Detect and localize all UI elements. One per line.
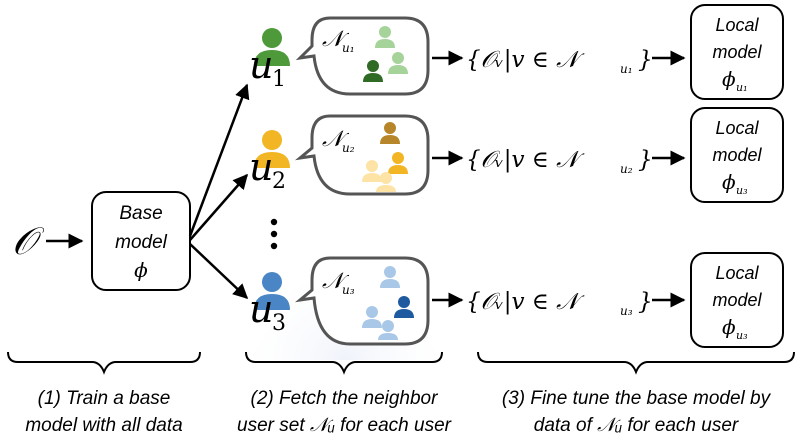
user-2-data-set-close: } — [638, 147, 653, 173]
user-row-1: 𝑢 1 𝒩 u₁ {𝒪ᵥ|𝑣 ∈ 𝒩 u₁ } Local model ϕ u₁ — [249, 4, 784, 100]
user-2-letter: 𝑢 — [249, 145, 273, 189]
caption-step-3-line1: (3) Fine tune the base model by — [502, 388, 772, 409]
caption-step-1-line1: (1) Train a base — [38, 388, 171, 409]
user-2-person-icon — [254, 130, 290, 168]
user-3-letter: 𝑢 — [249, 287, 273, 331]
user-3-person-icon — [254, 272, 290, 310]
user-2-data-set-sub: u₂ — [620, 162, 633, 176]
local-model-3-line1: Local — [715, 263, 759, 283]
local-model-2-box: Local model ϕ u₃ — [690, 107, 784, 203]
local-model-1-line1: Local — [715, 15, 759, 35]
user-row-2: 𝑢 2 𝒩 u₂ {𝒪ᵥ|𝑣 ∈ 𝒩 u₂ } Local model ϕ u₃ — [249, 107, 784, 203]
local-model-1-phi: ϕ — [722, 67, 736, 91]
user-3-subscript: 3 — [272, 311, 286, 336]
user-1-neighbor-sub: u₁ — [342, 41, 355, 55]
local-model-3-line2: model — [712, 290, 762, 310]
user-1-data-set-sub: u₁ — [620, 62, 633, 76]
ellipsis-dots — [270, 218, 278, 250]
base-model-box: Base model ϕ — [91, 191, 191, 291]
caption-step-2-line2: user set 𝒩ᵤ for each user — [237, 415, 452, 436]
base-model-line1: Base — [119, 203, 162, 224]
brace-step-1 — [7, 351, 201, 375]
user-1-person-icon — [254, 28, 290, 66]
user-1-letter: 𝑢 — [249, 43, 273, 87]
caption-step-1-line2: model with all data — [25, 415, 182, 436]
local-model-3-box: Local model ϕ u₃ — [690, 252, 784, 348]
user-1-data-set-close: } — [638, 47, 653, 73]
user-2-neighbor-bubble: 𝒩 u₂ — [294, 114, 430, 196]
local-model-2-sub: u₃ — [736, 184, 748, 197]
caption-step-2-line1: (2) Fetch the neighbor — [251, 388, 439, 409]
local-model-3-phi: ϕ — [722, 315, 736, 339]
brace-step-2 — [245, 351, 443, 375]
local-model-1-sub: u₁ — [736, 81, 748, 94]
user-1-data-set: {𝒪ᵥ|𝑣 ∈ 𝒩 — [466, 47, 585, 73]
user-2-subscript: 2 — [272, 169, 286, 194]
user-3-data-set-sub: u₃ — [620, 304, 633, 318]
user-3-data-set: {𝒪ᵥ|𝑣 ∈ 𝒩 — [466, 289, 585, 315]
user-3-data-set-close: } — [638, 289, 653, 315]
arrow-to-user-1 — [188, 83, 250, 237]
base-model-phi: ϕ — [134, 258, 148, 282]
user-3-neighbor-sub: u₃ — [342, 283, 355, 297]
user-3-neighbor-bubble: 𝒩 u₃ — [294, 256, 430, 346]
local-model-2-phi: ϕ — [722, 170, 736, 194]
user-2-neighbor-sub: u₂ — [342, 141, 355, 155]
arrow-to-user-3 — [189, 243, 249, 300]
input-symbol: 𝒪 — [12, 219, 45, 263]
user-2-data-set: {𝒪ᵥ|𝑣 ∈ 𝒩 — [466, 147, 585, 173]
arrow-to-user-2 — [189, 173, 248, 241]
base-model-line2: model — [115, 232, 168, 253]
user-row-3: 𝑢 3 𝒩 u₃ {𝒪ᵥ|𝑣 ∈ 𝒩 u₃ } Local model ϕ u₃ — [249, 252, 784, 348]
local-model-2-line1: Local — [715, 118, 759, 138]
local-model-3-sub: u₃ — [736, 329, 748, 342]
local-model-1-box: Local model ϕ u₁ — [690, 4, 784, 100]
user-1-neighbor-bubble: 𝒩 u₁ — [295, 16, 430, 96]
brace-step-3 — [477, 351, 795, 375]
caption-step-3-line2: data of 𝒩ᵤ for each user — [534, 415, 739, 436]
user-1-subscript: 1 — [272, 67, 286, 92]
local-model-1-line2: model — [712, 42, 762, 62]
local-model-2-line2: model — [712, 145, 762, 165]
